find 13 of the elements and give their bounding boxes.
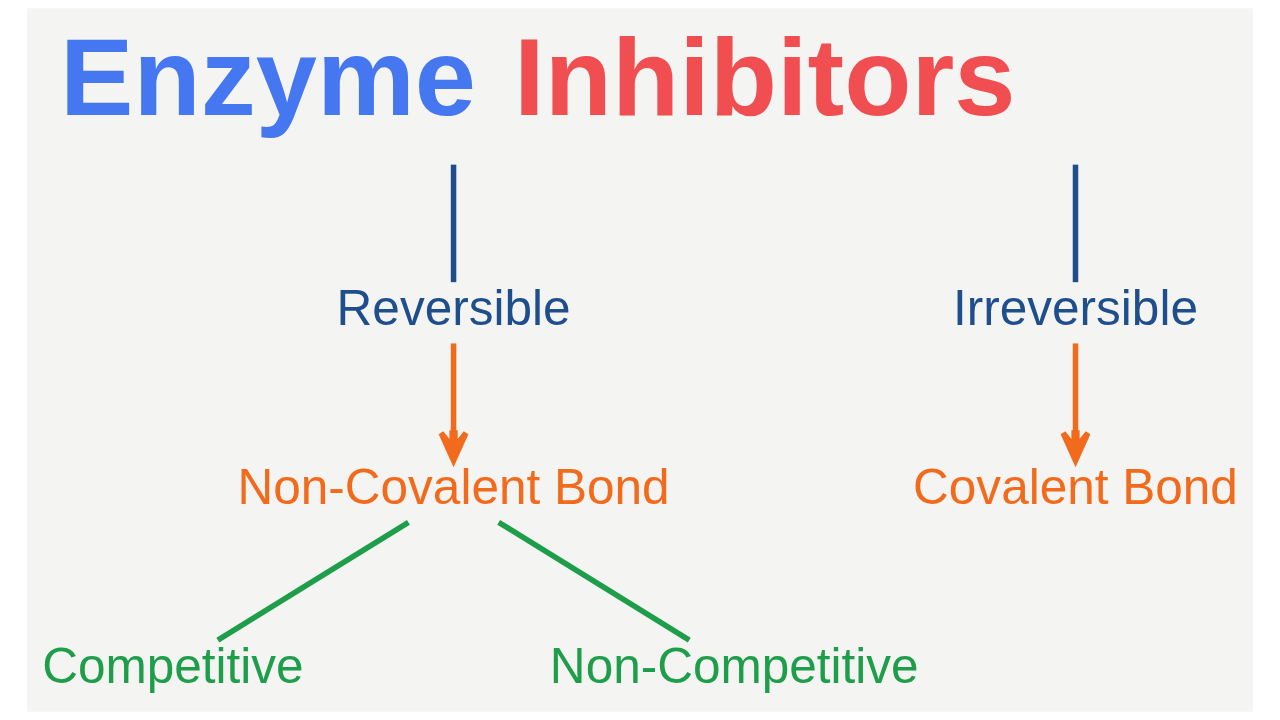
node-text: Non-Covalent Bond: [237, 458, 670, 514]
connector: [497, 519, 691, 643]
connector: [450, 164, 457, 283]
node-text: Non-Competitive: [549, 637, 919, 693]
arrow: [1060, 343, 1091, 464]
node-text: Competitive: [42, 637, 304, 693]
connector: [1072, 164, 1079, 283]
node-text: Reversible: [336, 279, 571, 335]
node-text: Irreversible: [953, 279, 1198, 335]
node-text: Covalent Bond: [913, 458, 1238, 514]
diagram-title: Enzyme Inhibitors: [60, 15, 1016, 139]
connector: [216, 519, 410, 643]
arrow: [438, 343, 469, 464]
